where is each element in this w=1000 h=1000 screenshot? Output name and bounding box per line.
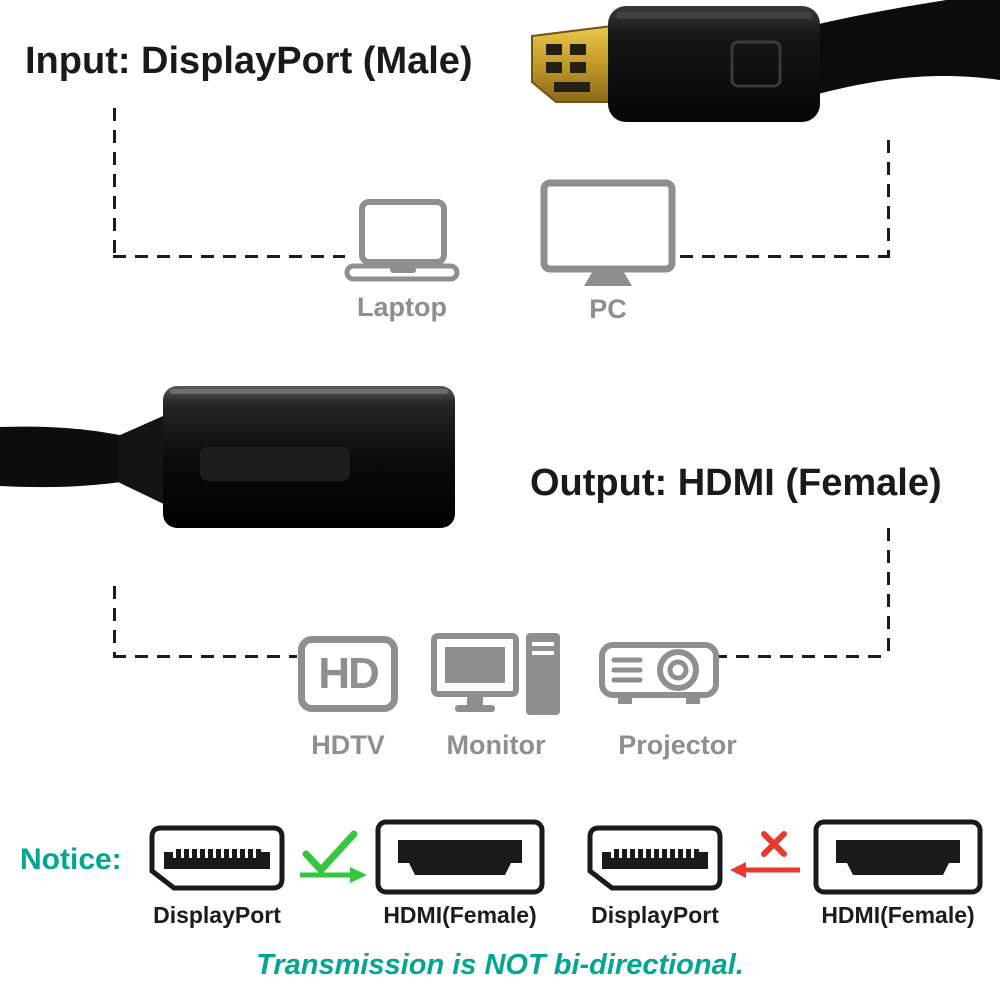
dashed-connector-input-right-vertical xyxy=(887,140,890,258)
dashed-connector-output-left-horizontal xyxy=(113,655,297,658)
displayport-port-icon xyxy=(149,825,285,891)
monitor-label: Monitor xyxy=(446,730,546,760)
input-title: Input: DisplayPort (Male) xyxy=(25,40,473,82)
laptop-icon xyxy=(344,199,460,282)
hdmi-port-icon xyxy=(375,819,545,895)
hdtv-icon: HD xyxy=(298,636,398,712)
hdmi-female-adapter-photo xyxy=(0,386,455,528)
pc-label: PC xyxy=(589,294,627,324)
dashed-connector-input-right-horizontal xyxy=(680,255,887,258)
hdtv-label: HDTV xyxy=(311,730,385,760)
hd-badge-text: HD xyxy=(318,649,380,698)
projector-icon xyxy=(599,642,719,704)
dashed-connector-input-left-horizontal xyxy=(113,255,345,258)
displayport-label: DisplayPort xyxy=(591,902,719,928)
check-right-arrow-icon xyxy=(300,830,367,883)
monitor-icon xyxy=(431,633,560,715)
hdmi-female-label: HDMI(Female) xyxy=(383,902,537,928)
footer-note: Transmission is NOT bi-directional. xyxy=(256,949,744,981)
displayport-port-icon xyxy=(587,825,723,891)
dashed-connector-input-left-vertical xyxy=(113,108,116,258)
notice-label: Notice: xyxy=(20,843,122,876)
hdmi-port-icon xyxy=(813,819,983,895)
laptop-label: Laptop xyxy=(357,292,447,322)
dashed-connector-output-left-vertical xyxy=(113,586,116,658)
x-left-arrow-icon xyxy=(730,831,800,878)
pc-icon xyxy=(540,179,676,286)
projector-label: Projector xyxy=(618,730,737,760)
output-title: Output: HDMI (Female) xyxy=(530,462,942,504)
hdmi-female-label: HDMI(Female) xyxy=(821,902,975,928)
displayport-label: DisplayPort xyxy=(153,902,281,928)
dashed-connector-output-right-vertical xyxy=(887,528,890,658)
dashed-connector-output-right-horizontal xyxy=(714,655,887,658)
displayport-male-connector-photo xyxy=(531,0,1000,122)
